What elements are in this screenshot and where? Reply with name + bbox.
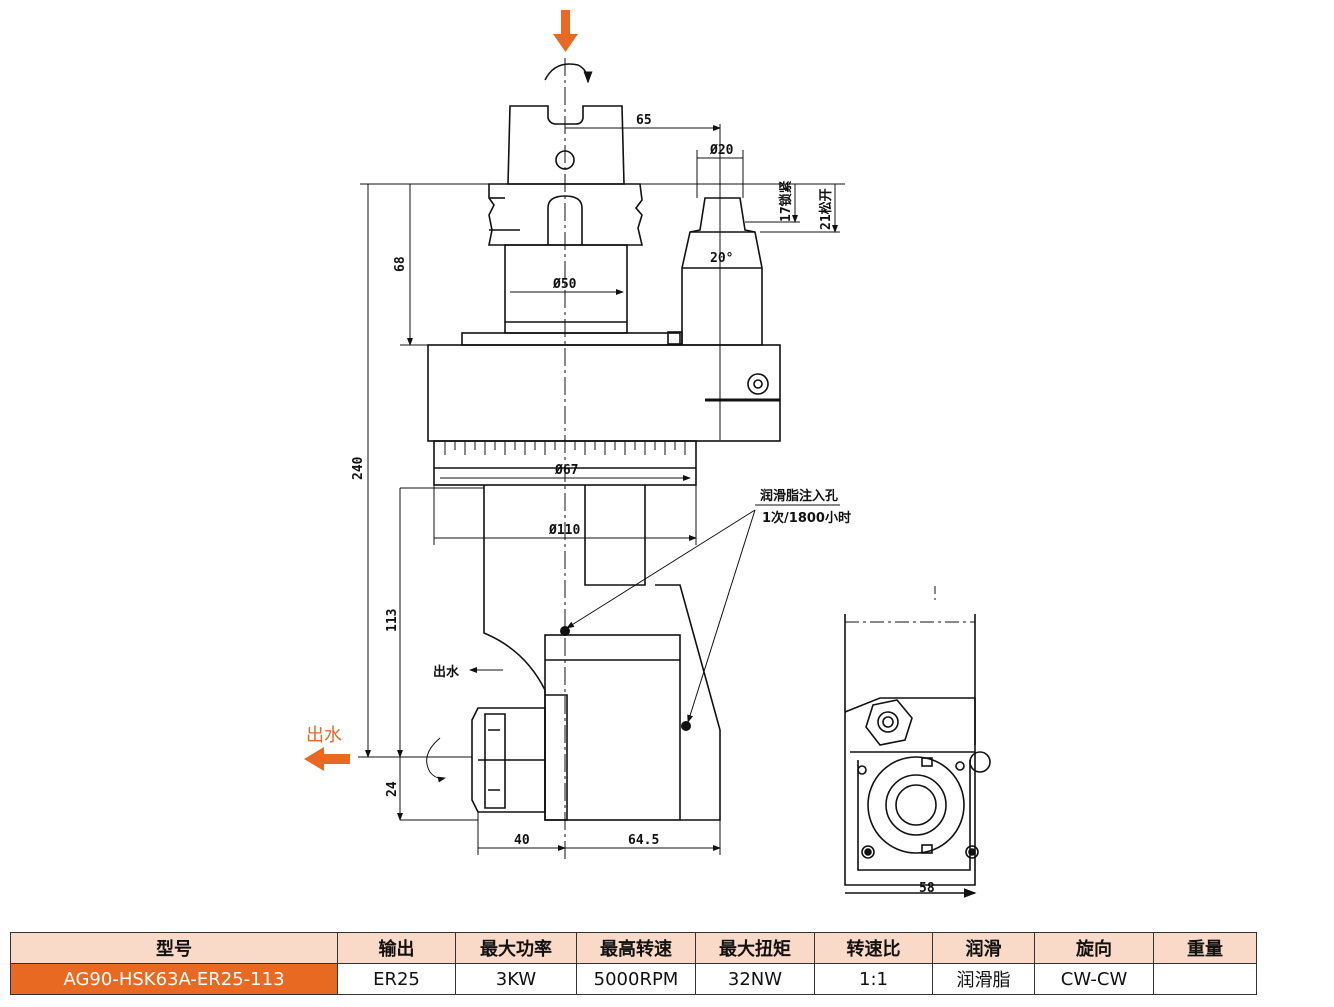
dim-angle20: 20° (710, 251, 733, 266)
header-weight: 重量 (1153, 932, 1257, 964)
header-lubrication: 润滑 (932, 932, 1035, 964)
dim-lock17: 17锁紧 (778, 180, 794, 222)
dim-phi67: Ø67 (554, 463, 578, 478)
header-output: 输出 (337, 932, 456, 964)
dim-phi20: Ø20 (709, 143, 734, 158)
water-out-label: 出水 (433, 664, 460, 680)
water-out-orange-label: 出水 (306, 725, 342, 746)
dim-phi110: Ø110 (548, 523, 580, 538)
dim-h24: 24 (385, 781, 400, 797)
cell-max-torque: 32NW (695, 963, 815, 995)
header-max-torque: 最大扭矩 (695, 932, 815, 964)
dim-phi50: Ø50 (552, 277, 577, 292)
cell-rotation: CW-CW (1034, 963, 1154, 995)
header-model: 型号 (10, 932, 338, 964)
rotation-arrow-top-icon (544, 63, 593, 84)
table-row: AG90-HSK63A-ER25-113 ER25 3KW 5000RPM 32… (10, 963, 1257, 995)
dim-65: 65 (636, 113, 652, 128)
header-speed-ratio: 转速比 (814, 932, 933, 964)
cell-lubrication: 润滑脂 (932, 963, 1035, 995)
input-arrow-icon (553, 10, 578, 52)
spec-table: 型号 输出 最大功率 最高转速 最大扭矩 转速比 润滑 旋向 重量 AG90-H… (10, 932, 1257, 995)
dimension-lines (358, 124, 845, 855)
cell-max-power: 3KW (455, 963, 577, 995)
main-body-outline (427, 105, 781, 821)
header-max-power: 最大功率 (455, 932, 577, 964)
dim-w40: 40 (514, 833, 530, 848)
cell-output: ER25 (337, 963, 456, 995)
dim-h113: 113 (385, 609, 400, 632)
grease-interval-note: 1次/1800小时 (762, 510, 851, 526)
cell-max-speed: 5000RPM (576, 963, 696, 995)
technical-drawing: 65 Ø20 17锁紧 21松开 20° 68 Ø50 240 Ø67 Ø110… (304, 10, 991, 898)
cell-model: AG90-HSK63A-ER25-113 (10, 963, 338, 995)
table-header-row: 型号 输出 最大功率 最高转速 最大扭矩 转速比 润滑 旋向 重量 (10, 932, 1257, 964)
cell-weight (1153, 963, 1257, 995)
dim-loose21: 21松开 (818, 188, 834, 230)
dim-h68: 68 (393, 256, 408, 272)
dim-w58: 58 (919, 881, 935, 896)
header-max-speed: 最高转速 (576, 932, 696, 964)
grease-point-2-icon (681, 721, 691, 731)
graduation-ticks (444, 441, 686, 455)
water-out-arrow-icon (304, 747, 350, 771)
header-rotation: 旋向 (1034, 932, 1154, 964)
cell-speed-ratio: 1:1 (814, 963, 933, 995)
grease-hole-note: 润滑脂注入孔 (760, 488, 838, 504)
dim-h240: 240 (351, 456, 366, 480)
side-view (844, 586, 991, 898)
dim-w64-5: 64.5 (628, 833, 659, 848)
